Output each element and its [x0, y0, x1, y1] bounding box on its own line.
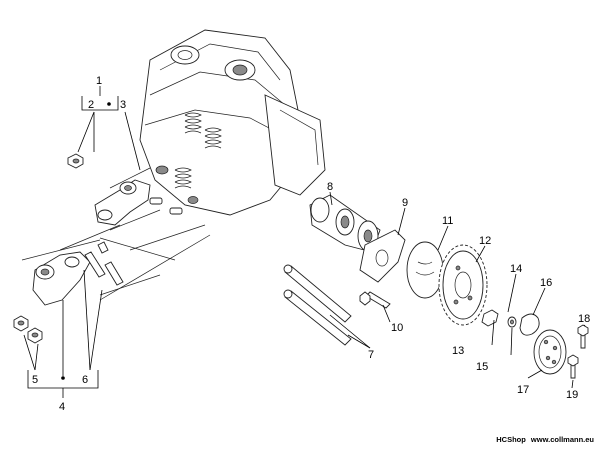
decompressor-disc	[406, 241, 444, 299]
part-label-10: 10	[391, 322, 403, 334]
part-label-18: 18	[578, 313, 590, 325]
footer-url: www.collmann.eu	[530, 435, 594, 444]
nut-2	[67, 153, 84, 169]
bracket-dot-1	[107, 102, 111, 106]
part-label-6: 6	[82, 374, 88, 386]
washer-15	[507, 316, 517, 328]
part-label-7: 7	[368, 349, 374, 361]
cylinder-head	[139, 29, 326, 216]
bolt-18	[577, 324, 589, 349]
part-label-16: 16	[540, 277, 552, 289]
part-label-2: 2	[88, 99, 94, 111]
part-label-5: 5	[32, 374, 38, 386]
footer-brand: HCShop	[496, 435, 526, 444]
bracket-dot-4	[61, 376, 65, 380]
bolt-19	[567, 354, 579, 379]
rocker-arm-upper	[94, 179, 151, 226]
part-label-12: 12	[479, 235, 491, 247]
nut-5	[13, 315, 43, 344]
rocker-arm-lower	[32, 241, 124, 306]
part-label-19: 19	[566, 389, 578, 401]
part-label-9: 9	[402, 197, 408, 209]
part-label-4: 4	[59, 401, 65, 413]
push-rods	[283, 264, 352, 346]
pin-13	[481, 309, 499, 327]
part-label-15: 15	[476, 361, 488, 373]
part-label-11: 11	[442, 215, 453, 227]
valve-springs	[149, 112, 222, 215]
part-label-8: 8	[327, 181, 333, 193]
clip-16	[519, 313, 540, 336]
timing-sprocket	[438, 244, 488, 326]
thrust-plate	[359, 229, 406, 283]
part-label-13: 13	[452, 345, 464, 357]
part-label-3: 3	[120, 99, 126, 111]
leader-lines	[21, 86, 586, 398]
part-label-17: 17	[517, 384, 529, 396]
bolt-10	[359, 291, 391, 309]
footer-watermark: HCShop www.collmann.eu	[496, 435, 594, 444]
part-label-14: 14	[510, 263, 522, 275]
part-labels: 1 2 3 4 5 6 7 8 9 10 11 12 13 14 15 16 1…	[32, 75, 590, 413]
cam-cover	[533, 329, 567, 375]
part-label-1: 1	[96, 75, 102, 87]
